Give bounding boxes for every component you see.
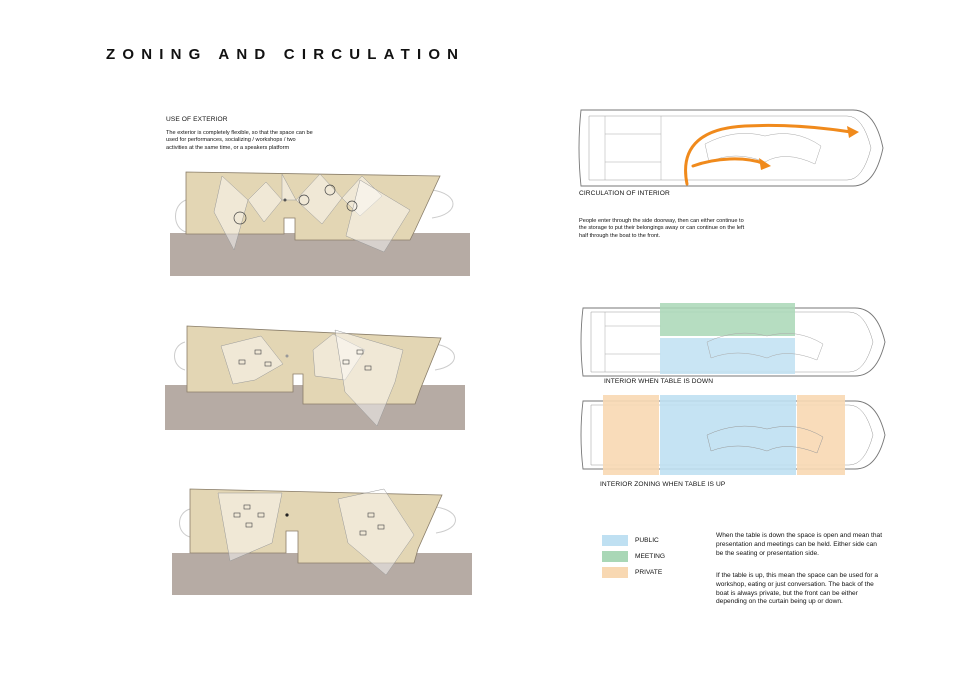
legend-swatch-private [602,567,628,578]
legend-item-meeting: MEETING [602,551,665,562]
legend-label-private: PRIVATE [635,569,663,576]
zoning-caption-up: INTERIOR ZONING WHEN TABLE IS UP [600,481,726,488]
private-zone-back [603,395,659,475]
public-zone [660,338,795,374]
legend-item-private: PRIVATE [602,567,662,578]
hull-outline [578,109,884,187]
legend-item-public: PUBLIC [602,535,659,546]
circulation-arrow [684,123,853,186]
note-table-down: When the table is down the space is open… [716,532,883,557]
private-zone-front [797,395,845,475]
interior-table-down-plan [580,303,886,377]
public-zone-middle [660,395,796,475]
legend-label-public: PUBLIC [635,537,659,544]
legend-swatch-meeting [602,551,628,562]
interior-table-up-plan [580,395,886,475]
legend-swatch-public [602,535,628,546]
legend-label-meeting: MEETING [635,553,666,560]
circulation-plan [578,109,884,187]
exterior-plan-socializing [165,325,465,430]
zoning-caption-down: INTERIOR WHEN TABLE IS DOWN [604,378,714,385]
note-table-up: If the table is up, this mean the space … [716,572,879,606]
circulation-description: People enter through the side doorway, t… [579,218,745,239]
deck-outline [189,488,443,564]
exterior-plan-performance [170,171,470,276]
deck-outline [185,171,441,241]
circulation-caption: CIRCULATION OF INTERIOR [579,190,670,197]
exterior-heading: USE OF EXTERIOR [166,116,228,123]
page-title: ZONING AND CIRCULATION [106,46,466,63]
exterior-plan-speakers [172,488,472,595]
exterior-description: The exterior is completely flexible, so … [166,130,313,151]
meeting-zone [660,303,795,336]
